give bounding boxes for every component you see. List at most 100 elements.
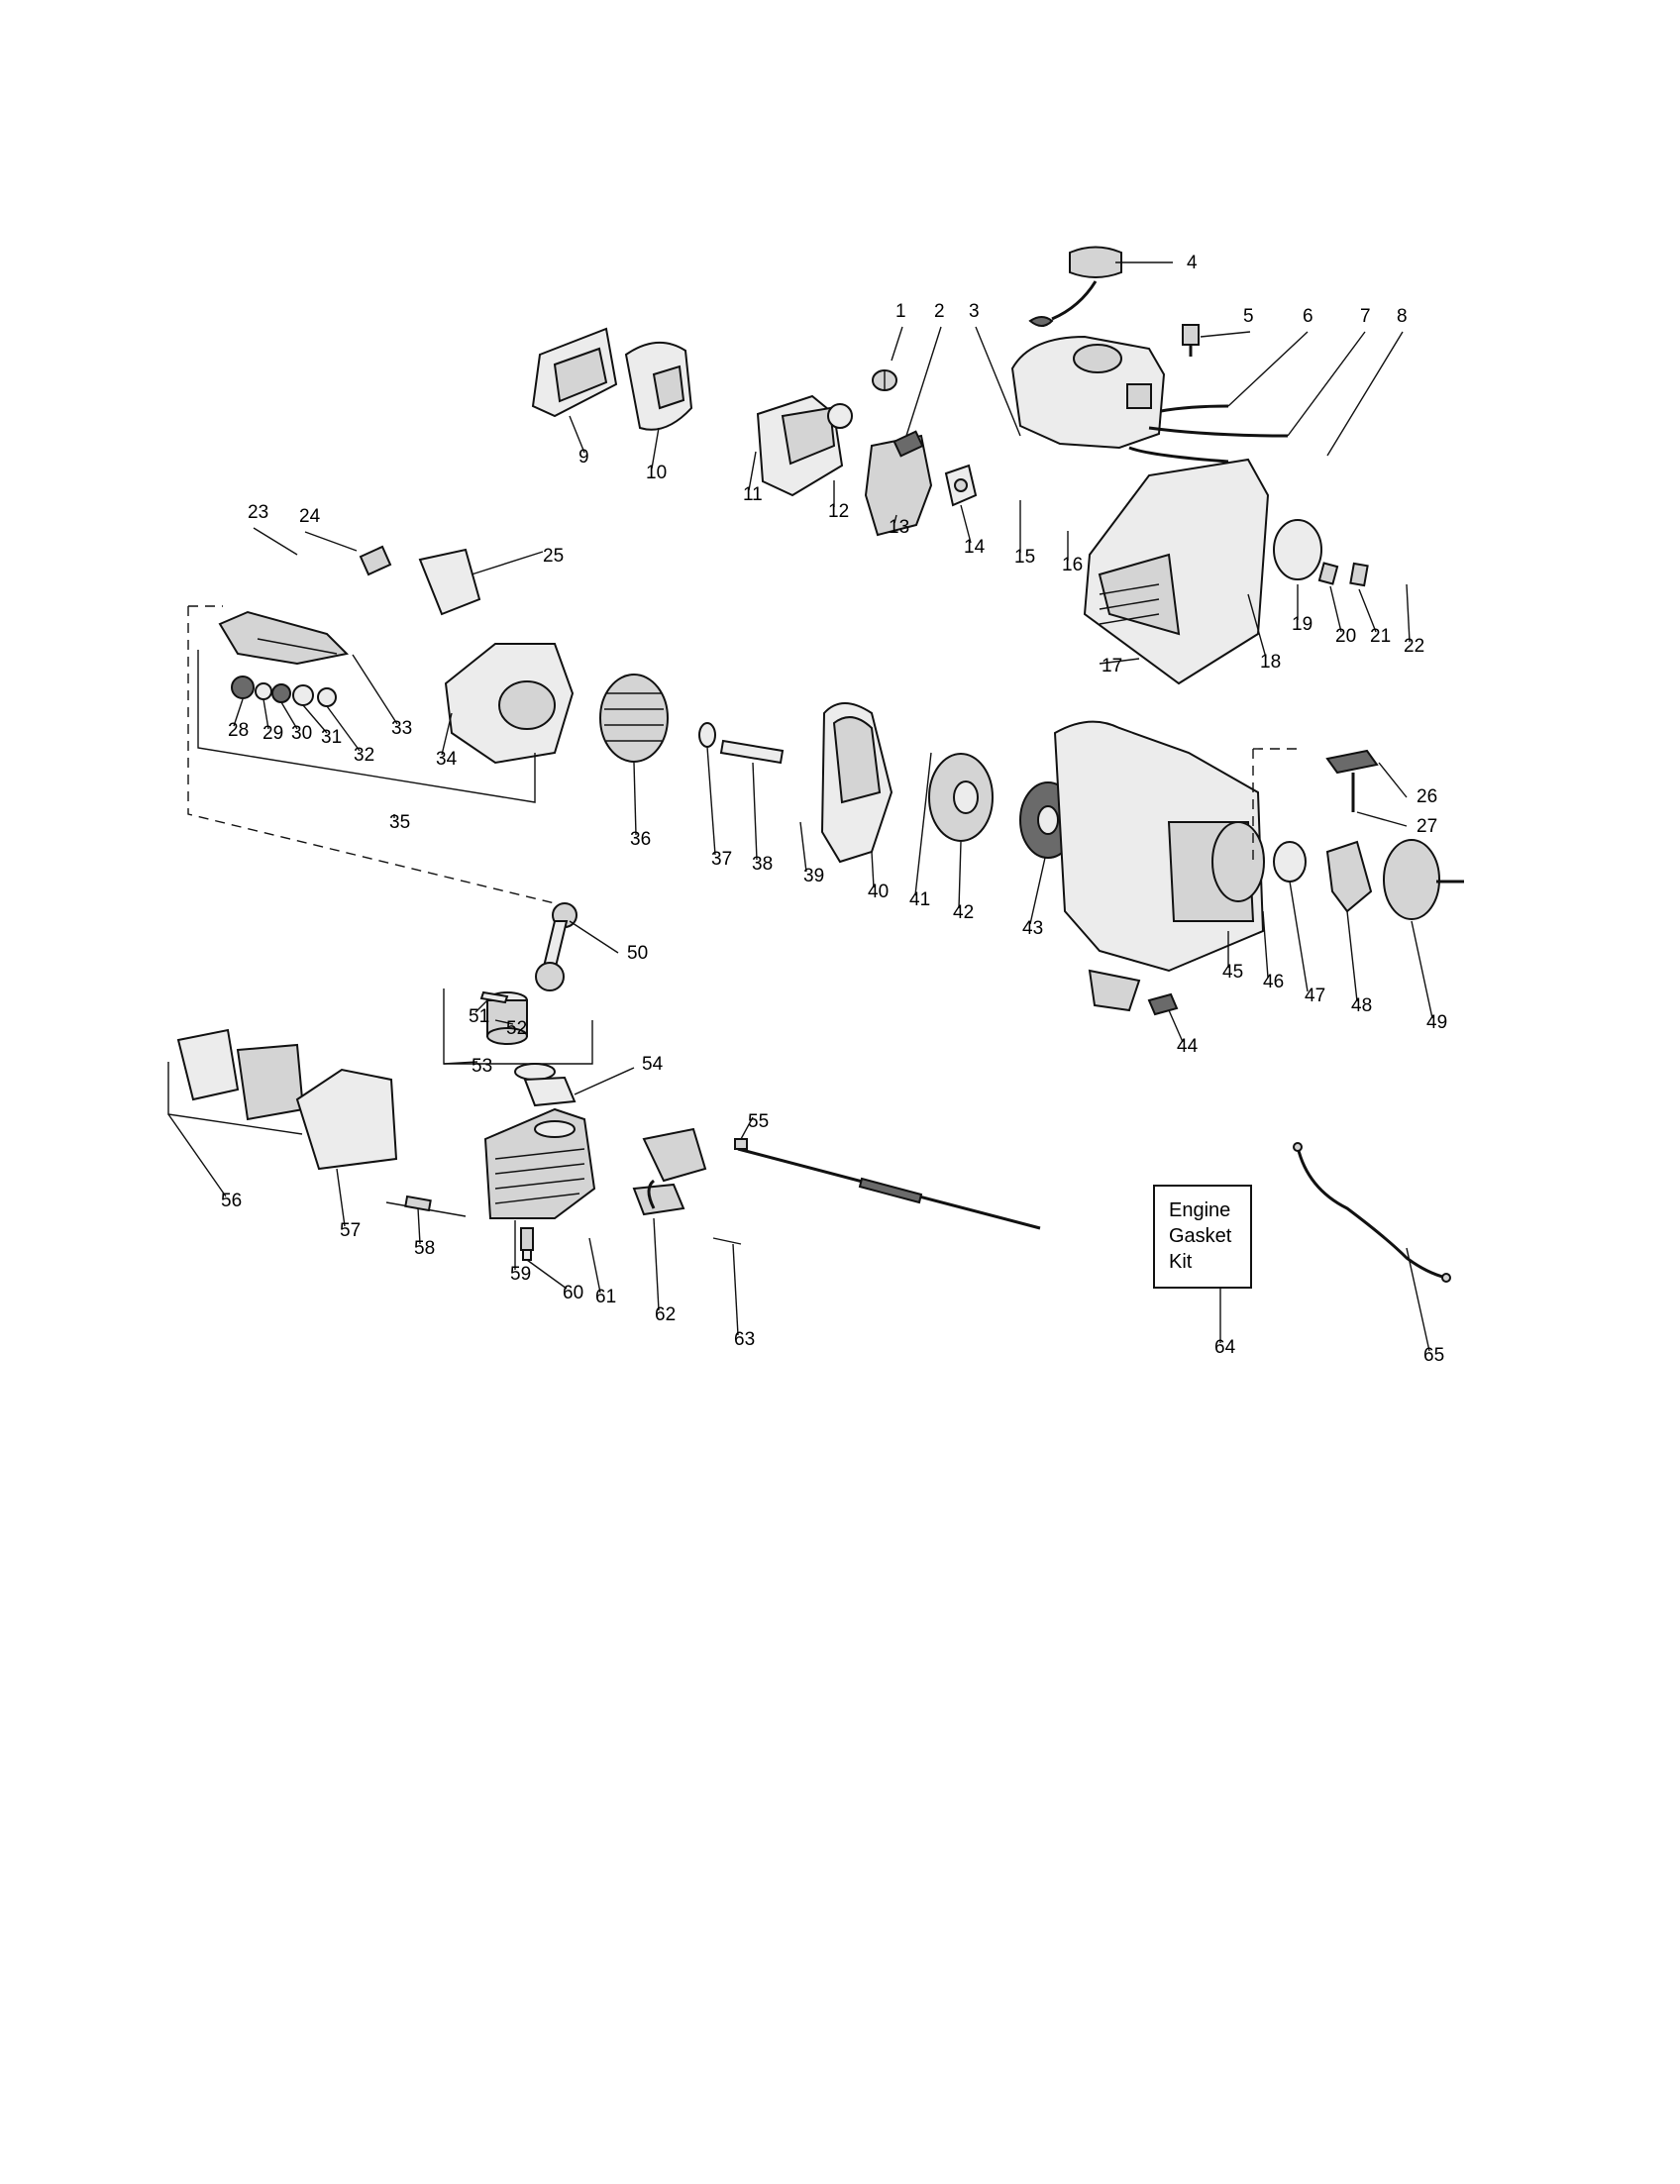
leader-line-13: [893, 514, 897, 524]
callout-31: 31: [321, 727, 342, 748]
leader-line-33: [352, 654, 398, 725]
crankcase-part: [444, 643, 575, 765]
callout-58: 58: [414, 1238, 435, 1259]
callout-60: 60: [563, 1283, 583, 1303]
callout-65: 65: [1423, 1345, 1444, 1366]
carburetor-gasket-part: [944, 464, 978, 507]
callout-51: 51: [469, 1006, 489, 1027]
callout-14: 14: [964, 537, 986, 558]
callout-19: 19: [1292, 614, 1312, 635]
leader-line-34: [441, 712, 453, 756]
callout-13: 13: [889, 517, 909, 538]
leader-line-37: [706, 746, 716, 856]
spark-plug-part: [520, 1227, 534, 1261]
spring-part: [385, 1195, 467, 1217]
callout-23: 23: [248, 502, 268, 523]
callout-40: 40: [868, 882, 889, 902]
callout-17: 17: [1102, 656, 1122, 676]
leader-line-24: [304, 531, 358, 552]
pin-part: [719, 739, 785, 765]
callout-48: 48: [1351, 995, 1372, 1016]
leader-line-31: [302, 704, 328, 734]
callout-52: 52: [506, 1018, 527, 1039]
callout-18: 18: [1260, 652, 1281, 673]
callout-leader-lines: [167, 261, 1433, 1352]
leader-line-11: [748, 451, 757, 491]
callout-57: 57: [340, 1220, 361, 1241]
leader-line-52: [494, 1019, 514, 1025]
leader-line-41: [914, 752, 932, 896]
callout-26: 26: [1417, 786, 1437, 807]
flywheel-part: [599, 674, 669, 763]
callout-55: 55: [748, 1111, 769, 1132]
ignition-module-part: [632, 1127, 707, 1216]
callout-44: 44: [1177, 1036, 1199, 1057]
leader-line-47: [1289, 881, 1309, 992]
starter-housing-part: [1053, 720, 1265, 1012]
muffler-gasket-part: [295, 1068, 398, 1171]
callout-61: 61: [595, 1287, 616, 1307]
leader-line-60: [526, 1259, 568, 1290]
callout-33: 33: [391, 718, 412, 739]
leader-line-30: [280, 701, 298, 730]
callout-7: 7: [1360, 306, 1371, 327]
callout-6: 6: [1303, 306, 1313, 327]
leader-line-2: [905, 326, 942, 437]
leader-line-9: [569, 415, 585, 454]
callout-32: 32: [354, 745, 374, 766]
small-gasket-parts: [1317, 562, 1369, 587]
leader-line-7: [1287, 331, 1366, 437]
fuel-filter-part: [1182, 324, 1200, 357]
clutch-washer-part: [1273, 841, 1307, 883]
starter-grip-part: [1325, 749, 1379, 812]
clutch-drum-part: [1383, 839, 1464, 920]
leader-line-22: [1406, 583, 1411, 643]
callout-12: 12: [828, 501, 849, 522]
crankshaft-part: [218, 610, 350, 666]
air-filter-base-part: [756, 394, 853, 497]
leader-line-8: [1326, 331, 1404, 457]
leader-line-28: [233, 698, 244, 727]
callout-9: 9: [578, 447, 589, 468]
leader-line-18: [1247, 593, 1267, 659]
leader-line-53: [443, 1061, 478, 1065]
leader-line-48: [1346, 910, 1358, 1002]
leader-line-44: [1168, 1009, 1184, 1043]
leader-line-36: [633, 762, 637, 836]
leader-line-39: [799, 821, 807, 873]
callout-24: 24: [299, 506, 321, 527]
leader-line-54: [574, 1067, 635, 1095]
callout-43: 43: [1022, 918, 1043, 939]
callout-4: 4: [1187, 253, 1198, 273]
callout-41: 41: [909, 889, 930, 910]
mount-clip-part: [1147, 992, 1179, 1016]
leader-line-26: [1378, 762, 1408, 798]
leader-line-27: [1356, 811, 1408, 827]
callout-64: 64: [1214, 1337, 1236, 1358]
engine-housing-part: [1083, 458, 1270, 685]
fuel-tank-part: [1010, 335, 1166, 450]
kit-label-line-2: Gasket: [1169, 1225, 1232, 1247]
starter-pulley-part: [928, 753, 994, 842]
callout-20: 20: [1335, 626, 1356, 647]
callout-36: 36: [630, 829, 651, 850]
callout-16: 16: [1062, 555, 1083, 575]
leader-line-63: [732, 1243, 739, 1336]
leader-line-21: [1358, 588, 1377, 633]
leader-line-17: [1099, 658, 1140, 665]
leader-line-46: [1262, 910, 1269, 979]
callout-63: 63: [734, 1329, 755, 1350]
callout-1: 1: [895, 301, 906, 322]
leader-line-10: [651, 427, 660, 469]
callout-45: 45: [1222, 962, 1243, 983]
callout-10: 10: [646, 463, 667, 483]
callout-34: 34: [436, 749, 458, 770]
callout-2: 2: [934, 301, 945, 322]
leader-line-32: [326, 705, 361, 752]
callout-29: 29: [262, 723, 283, 744]
leader-line-61: [588, 1237, 601, 1294]
leader-line-55: [740, 1116, 754, 1140]
